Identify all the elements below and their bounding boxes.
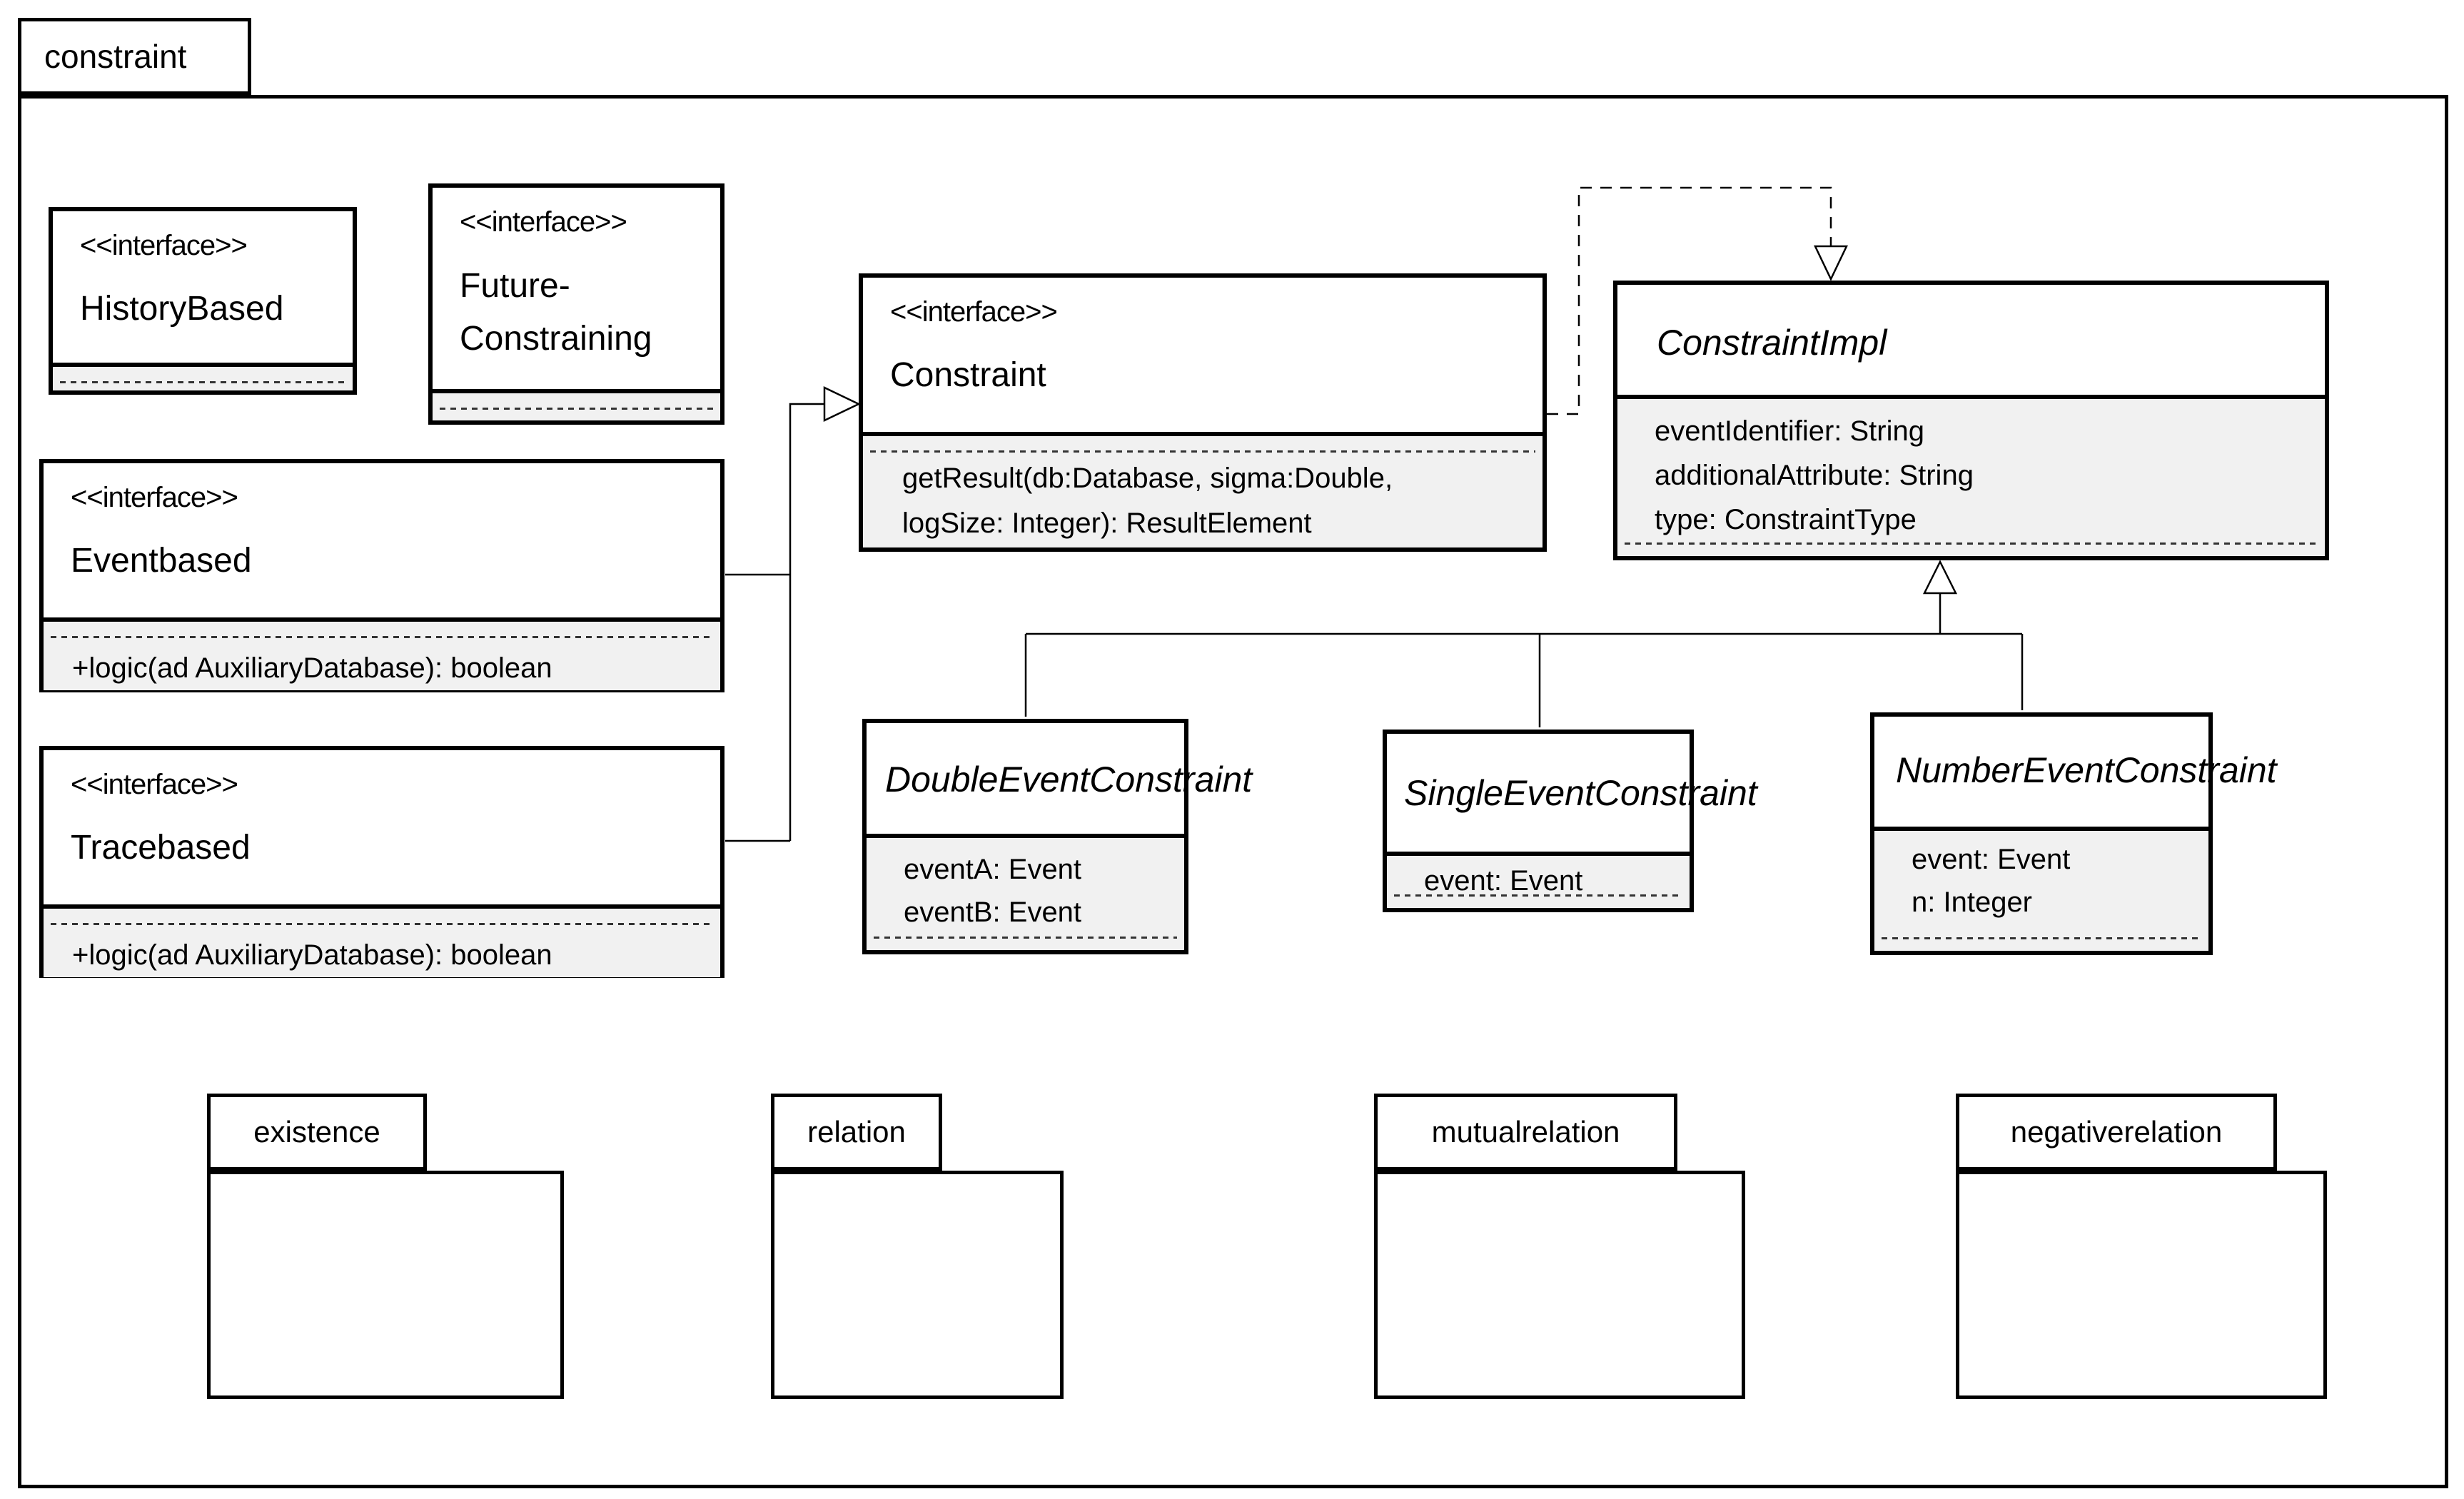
package-body-mutualrelation (1374, 1171, 1745, 1399)
package-body-existence (207, 1171, 564, 1399)
stereotype-label: <<interface>> (890, 296, 1058, 328)
class-box-numbereventconstraint: NumberEventConstraint event: Event n: In… (1870, 712, 2277, 955)
class-box-tracebased: <<interface>> Tracebased +logic(ad Auxil… (39, 746, 724, 978)
package-label: constraint (44, 38, 187, 75)
package-tab-negativerelation: negativerelation (1956, 1094, 2277, 1171)
class-name: HistoryBased (80, 290, 284, 328)
class-name: NumberEventConstraint (1896, 750, 2277, 790)
attribute-label: eventIdentifier: String (1655, 415, 1924, 447)
empty-compartment (433, 389, 720, 420)
compartment-divider (51, 636, 713, 638)
package-label: existence (253, 1115, 380, 1149)
attribute-label: type: ConstraintType (1655, 504, 1917, 535)
compartment-divider (60, 381, 345, 383)
compartment-divider (1394, 894, 1682, 897)
attribute-label: event: Event (1424, 865, 1583, 897)
hollow-triangle-icon (823, 386, 861, 422)
method-label: +logic(ad AuxiliaryDatabase): boolean (72, 652, 552, 684)
method-label: +logic(ad AuxiliaryDatabase): boolean (72, 939, 552, 971)
compartment-divider (440, 408, 713, 410)
class-name: SingleEventConstraint (1404, 773, 1757, 813)
class-name-line2: Constraining (460, 320, 652, 358)
class-box-eventbased: <<interface>> Eventbased +logic(ad Auxil… (39, 459, 724, 692)
package-body-relation (771, 1171, 1064, 1399)
attributes-compartment: event: Event n: Integer (1874, 827, 2208, 951)
stereotype-label: <<interface>> (71, 769, 238, 800)
package-tab-relation: relation (771, 1094, 942, 1171)
compartment-divider (51, 923, 713, 925)
package-tab-existence: existence (207, 1094, 427, 1171)
class-name: Constraint (890, 356, 1046, 394)
package-tab-constraint: constraint (18, 18, 251, 95)
class-box-constraintimpl: ConstraintImpl eventIdentifier: String a… (1613, 281, 2329, 560)
compartment-divider (1625, 542, 2318, 545)
class-name: Tracebased (71, 829, 251, 867)
empty-compartment (53, 363, 353, 390)
method-line1: getResult(db:Database, sigma:Double, (902, 463, 1393, 494)
attributes-compartment: eventIdentifier: String additionalAttrib… (1617, 395, 2325, 556)
class-box-futureconstraining: <<interface>> Future- Constraining (428, 183, 724, 425)
package-body-negativerelation (1956, 1171, 2327, 1399)
class-name: Eventbased (71, 542, 252, 580)
attribute-label: additionalAttribute: String (1655, 460, 1974, 491)
class-box-historybased: <<interface>> HistoryBased (49, 207, 357, 395)
package-label: mutualrelation (1431, 1115, 1620, 1149)
class-name: ConstraintImpl (1657, 323, 1887, 363)
compartment-divider (1882, 937, 2201, 939)
compartment-divider (874, 937, 1177, 939)
methods-compartment: getResult(db:Database, sigma:Double, log… (863, 432, 1542, 547)
class-name: DoubleEventConstraint (885, 759, 1253, 799)
realization-line-eventbased-tracebased-to-constraint (725, 403, 824, 842)
stereotype-label: <<interface>> (71, 482, 238, 513)
stereotype-label: <<interface>> (460, 206, 627, 238)
stereotype-label: <<interface>> (80, 230, 248, 261)
class-box-singleeventconstraint: SingleEventConstraint event: Event (1383, 730, 1757, 912)
class-box-doubleeventconstraint: DoubleEventConstraint eventA: Event even… (862, 719, 1253, 954)
attribute-label: eventA: Event (904, 854, 1082, 885)
class-box-constraint: <<interface>> Constraint getResult(db:Da… (859, 273, 1547, 552)
hollow-triangle-icon (1814, 245, 1848, 281)
generalization-lines-subclasses-to-constraintimpl (1024, 593, 2024, 727)
compartment-divider (870, 450, 1535, 453)
hollow-triangle-icon (1922, 560, 1958, 595)
package-tab-mutualrelation: mutualrelation (1374, 1094, 1677, 1171)
attribute-label: eventB: Event (904, 897, 1082, 928)
attributes-compartment: event: Event (1387, 852, 1690, 908)
method-line2: logSize: Integer): ResultElement (902, 508, 1312, 539)
dashed-realization-line-constraint-to-constraintimpl (1547, 186, 1832, 415)
class-name-line1: Future- (460, 267, 570, 305)
methods-compartment: +logic(ad AuxiliaryDatabase): boolean (44, 904, 720, 977)
package-label: relation (807, 1115, 906, 1149)
attribute-label: n: Integer (1912, 887, 2033, 918)
attributes-compartment: eventA: Event eventB: Event (867, 834, 1184, 950)
methods-compartment: +logic(ad AuxiliaryDatabase): boolean (44, 617, 720, 690)
package-label: negativerelation (2010, 1115, 2223, 1149)
attribute-label: event: Event (1912, 844, 2071, 875)
